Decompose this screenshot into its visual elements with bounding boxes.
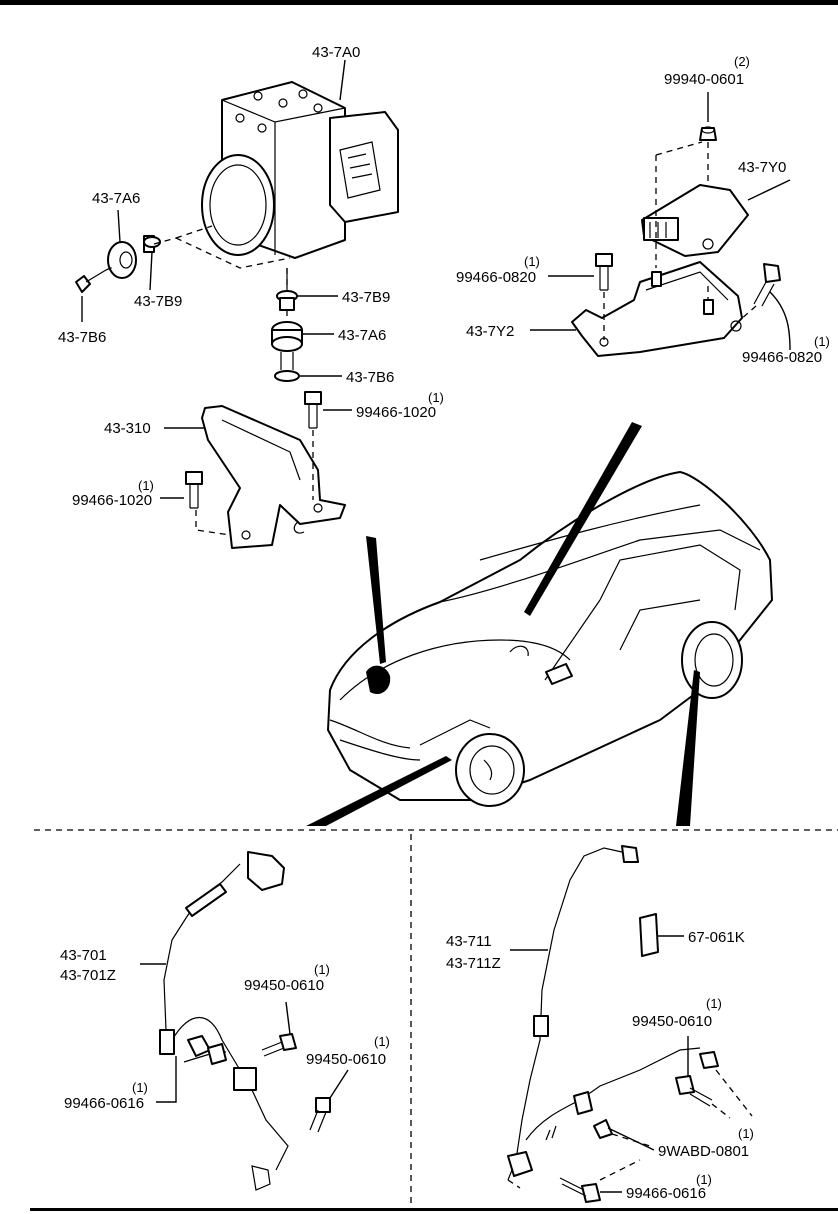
label-mid-a6: 43-7A6: [338, 327, 386, 344]
label-mid-b9: 43-7B9: [342, 289, 390, 306]
vehicle-outline: [327, 471, 773, 807]
label-hu-bolt-left-b6: 43-7B6: [58, 329, 106, 346]
yaw-bolt-left: [595, 253, 613, 340]
qty-hu-nut: (2): [734, 54, 750, 69]
top-border: [0, 0, 838, 5]
label-rear-sensor-2: 43-711Z: [446, 955, 501, 972]
rear-tag: [639, 913, 659, 957]
label-hu-bolt-left: 43-7A6: [92, 190, 140, 207]
qty-yaw-bolt-l: (1): [524, 254, 540, 269]
label-yaw-bracket: 43-7Y2: [466, 323, 514, 340]
left-insulator-group: [75, 235, 177, 293]
qty-hu-bracket-bolt-l: (1): [138, 478, 154, 493]
label-rear-sensor-1: 43-711: [446, 933, 492, 950]
qty-rear-bolt-b: (1): [696, 1172, 712, 1187]
label-front-bolt-a: 99450-0610: [244, 977, 324, 994]
label-front-sensor-2: 43-701Z: [60, 967, 116, 984]
label-yaw-sensor: 43-7Y0: [738, 159, 786, 176]
qty-rear-clip: (1): [738, 1126, 754, 1141]
rear-clip: [593, 1119, 651, 1147]
label-rear-bolt-b: 99466-0616: [626, 1185, 706, 1202]
label-front-bolt-b: 99450-0610: [306, 1051, 386, 1068]
label-hu-bolt-left-b9: 43-7B9: [134, 293, 182, 310]
yaw-bolt-right: [739, 263, 781, 321]
qty-yaw-bolt-r: (1): [814, 334, 830, 349]
pointer-yaw: [524, 422, 642, 616]
label-rear-bolt-a: 99450-0610: [632, 1013, 712, 1030]
label-hu-bracket: 43-310: [104, 420, 151, 437]
pointer-rear: [676, 670, 700, 826]
label-yaw-bolt-l: 99466-0820: [456, 269, 536, 286]
label-rear-tag: 67-061K: [688, 929, 745, 946]
qty-rear-bolt-a: (1): [706, 996, 722, 1011]
hydraulic-unit: [175, 81, 399, 290]
label-hu-bracket-bolt-l: 99466-1020: [72, 492, 152, 509]
label-front-sensor-1: 43-701: [60, 947, 107, 964]
pointer-hu: [366, 536, 386, 664]
qty-front-bolt-b: (1): [374, 1034, 390, 1049]
label-hu-bracket-bolt-r: 99466-1020: [356, 404, 436, 421]
label-mid-b6: 43-7B6: [346, 369, 394, 386]
label-rear-clip: 9WABD-0801: [658, 1143, 749, 1160]
label-hu-unit: 43-7A0: [312, 44, 360, 61]
front-bolt-c: [183, 1043, 227, 1065]
pointer-front: [306, 756, 452, 826]
hu-bracket: [195, 405, 346, 549]
label-front-bolt-c: 99466-0616: [64, 1095, 144, 1112]
hu-bracket-bolt-right: [304, 391, 322, 429]
rear-bolt-b: [559, 1177, 601, 1203]
rear-wheel-speed-sensor: [507, 845, 701, 1189]
bottom-border: [30, 1208, 838, 1211]
label-yaw-bolt-r: 99466-0820: [742, 349, 822, 366]
hu-bracket-bolt-left: [185, 471, 203, 509]
front-bolt-b: [309, 1097, 331, 1133]
qty-front-bolt-a: (1): [314, 962, 330, 977]
qty-hu-bracket-bolt-r: (1): [428, 390, 444, 405]
rear-bolt-a: [675, 1051, 753, 1119]
front-bolt-a: [261, 1033, 297, 1057]
front-wheel-speed-sensor: [159, 851, 289, 1191]
yaw-sensor-bracket: [571, 261, 743, 357]
middle-mount-stack: [271, 290, 303, 382]
qty-front-bolt-c: (1): [132, 1080, 148, 1095]
label-hu-nut: 99940-0601: [664, 71, 744, 88]
yaw-rate-sensor: [641, 126, 749, 268]
